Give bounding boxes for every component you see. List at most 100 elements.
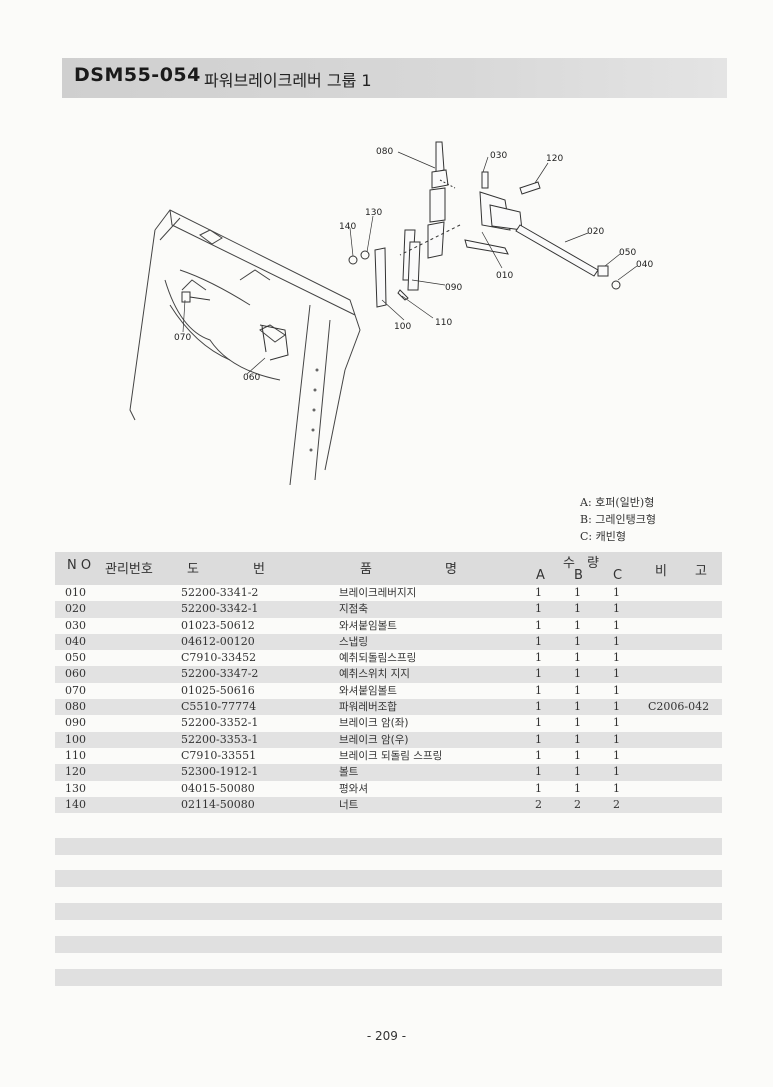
callout-020: 020: [587, 227, 604, 237]
cell-qty-b: 1: [574, 732, 581, 746]
table-header: N O 관리번호 도 번 품 명 수 량 A B C 비 고: [55, 552, 722, 585]
cell-qty-c: 1: [613, 732, 620, 746]
cell-no: 030: [65, 618, 86, 632]
cell-no: 120: [65, 765, 86, 779]
header-remark-1: 비: [655, 564, 667, 579]
callout-010: 010: [496, 271, 513, 281]
cell-drawing-no: 52200-3341-2: [181, 586, 259, 599]
callout-110: 110: [435, 318, 452, 328]
header-remark-2: 고: [695, 564, 707, 579]
callout-060: 060: [243, 373, 260, 383]
cell-part-name: 브레이크 암(좌): [339, 717, 409, 730]
cell-qty-a: 1: [535, 683, 542, 697]
cell-qty-b: 1: [574, 716, 581, 730]
cell-qty-b: 1: [574, 683, 581, 697]
cell-remark: C2006-042: [648, 700, 710, 714]
cell-qty-c: 1: [613, 667, 620, 681]
table-row: 050 C7910-33452 예취되돌림스프링 1 1 1: [55, 650, 722, 666]
cell-qty-a: 2: [535, 797, 542, 811]
cell-no: 050: [65, 651, 86, 665]
cell-qty-b: 1: [574, 634, 581, 648]
cell-qty-c: 1: [613, 716, 620, 730]
cell-drawing-no: 52200-3347-2: [181, 667, 259, 681]
cell-part-name: 와셔붙임볼트: [339, 619, 397, 632]
cell-qty-a: 1: [535, 634, 542, 648]
cell-drawing-no: C7910-33452: [181, 651, 257, 665]
cell-drawing-no: 52200-3352-1: [181, 716, 259, 730]
cell-qty-c: 1: [613, 651, 620, 665]
cell-no: 080: [65, 700, 86, 714]
callout-030: 030: [490, 151, 507, 161]
callout-050: 050: [619, 248, 636, 258]
cell-part-name: 와셔붙임볼트: [339, 684, 397, 697]
cell-drawing-no: C7910-33551: [181, 748, 257, 762]
cell-qty-a: 1: [535, 716, 542, 730]
cell-qty-b: 1: [574, 586, 581, 599]
cell-drawing-no: 02114-50080: [181, 797, 255, 811]
cell-qty-a: 1: [535, 586, 542, 599]
cell-part-name: 예취되돌림스프링: [339, 652, 417, 665]
cell-drawing-no: 01025-50616: [181, 683, 255, 697]
cell-qty-c: 2: [613, 797, 620, 811]
cell-qty-a: 1: [535, 781, 542, 795]
diagram-callouts: 080 030 120 130 140 020 050 040 010 090 …: [174, 147, 653, 383]
callout-040: 040: [636, 260, 653, 270]
cell-qty-c: 1: [613, 586, 620, 599]
exploded-parts-diagram: 080 030 120 130 140 020 050 040 010 090 …: [129, 141, 653, 486]
cell-qty-a: 1: [535, 602, 542, 616]
header-drawing-1: 도: [187, 562, 199, 577]
cell-qty-c: 1: [613, 683, 620, 697]
cell-no: 060: [65, 667, 86, 681]
callout-080: 080: [376, 147, 393, 157]
catalog-code: DSM55-054: [74, 64, 201, 86]
cell-part-name: 파워레버조합: [339, 701, 397, 714]
header-drawing-2: 번: [253, 562, 265, 577]
cell-part-name: 브레이크 암(우): [339, 733, 409, 746]
cell-qty-a: 1: [535, 732, 542, 746]
header-no: N O: [67, 558, 92, 573]
header-b: B: [574, 568, 583, 583]
page-number: - 209 -: [366, 1029, 407, 1043]
callout-140: 140: [339, 222, 356, 232]
cell-qty-b: 1: [574, 667, 581, 681]
cell-part-name: 스냅링: [339, 635, 368, 648]
cell-no: 110: [65, 748, 86, 762]
cell-drawing-no: 04015-50080: [181, 781, 255, 795]
cell-no: 010: [65, 586, 86, 599]
cell-qty-c: 1: [613, 634, 620, 648]
cell-qty-b: 1: [574, 602, 581, 616]
header-a: A: [536, 568, 545, 583]
header-qty-2: 량: [587, 556, 599, 571]
header-mgmt-no: 관리번호: [105, 562, 153, 577]
cell-qty-a: 1: [535, 651, 542, 665]
cell-drawing-no: 01023-50612: [181, 618, 255, 632]
cell-qty-a: 1: [535, 667, 542, 681]
cell-qty-b: 1: [574, 700, 581, 714]
cell-qty-b: 1: [574, 651, 581, 665]
legend-a: A: 호퍼(일반)형: [580, 496, 655, 509]
cell-no: 140: [65, 797, 86, 811]
cell-qty-a: 1: [535, 618, 542, 632]
model-legend: A: 호퍼(일반)형 B: 그레인탱크형 C: 캐빈형: [580, 494, 656, 545]
blank-band: [55, 936, 722, 953]
header-name-1: 품: [360, 562, 372, 577]
cell-part-name: 예취스위치 지지: [339, 668, 410, 681]
table-row: 060 52200-3347-2 예취스위치 지지 1 1 1: [55, 666, 722, 683]
cell-drawing-no: 52300-1912-1: [181, 765, 259, 779]
cell-part-name: 볼트: [339, 766, 359, 779]
callout-070: 070: [174, 333, 191, 343]
cell-no: 020: [65, 602, 86, 616]
header-qty-1: 수: [563, 556, 575, 571]
callout-090: 090: [445, 283, 462, 293]
cell-part-name: 평와셔: [339, 782, 368, 795]
